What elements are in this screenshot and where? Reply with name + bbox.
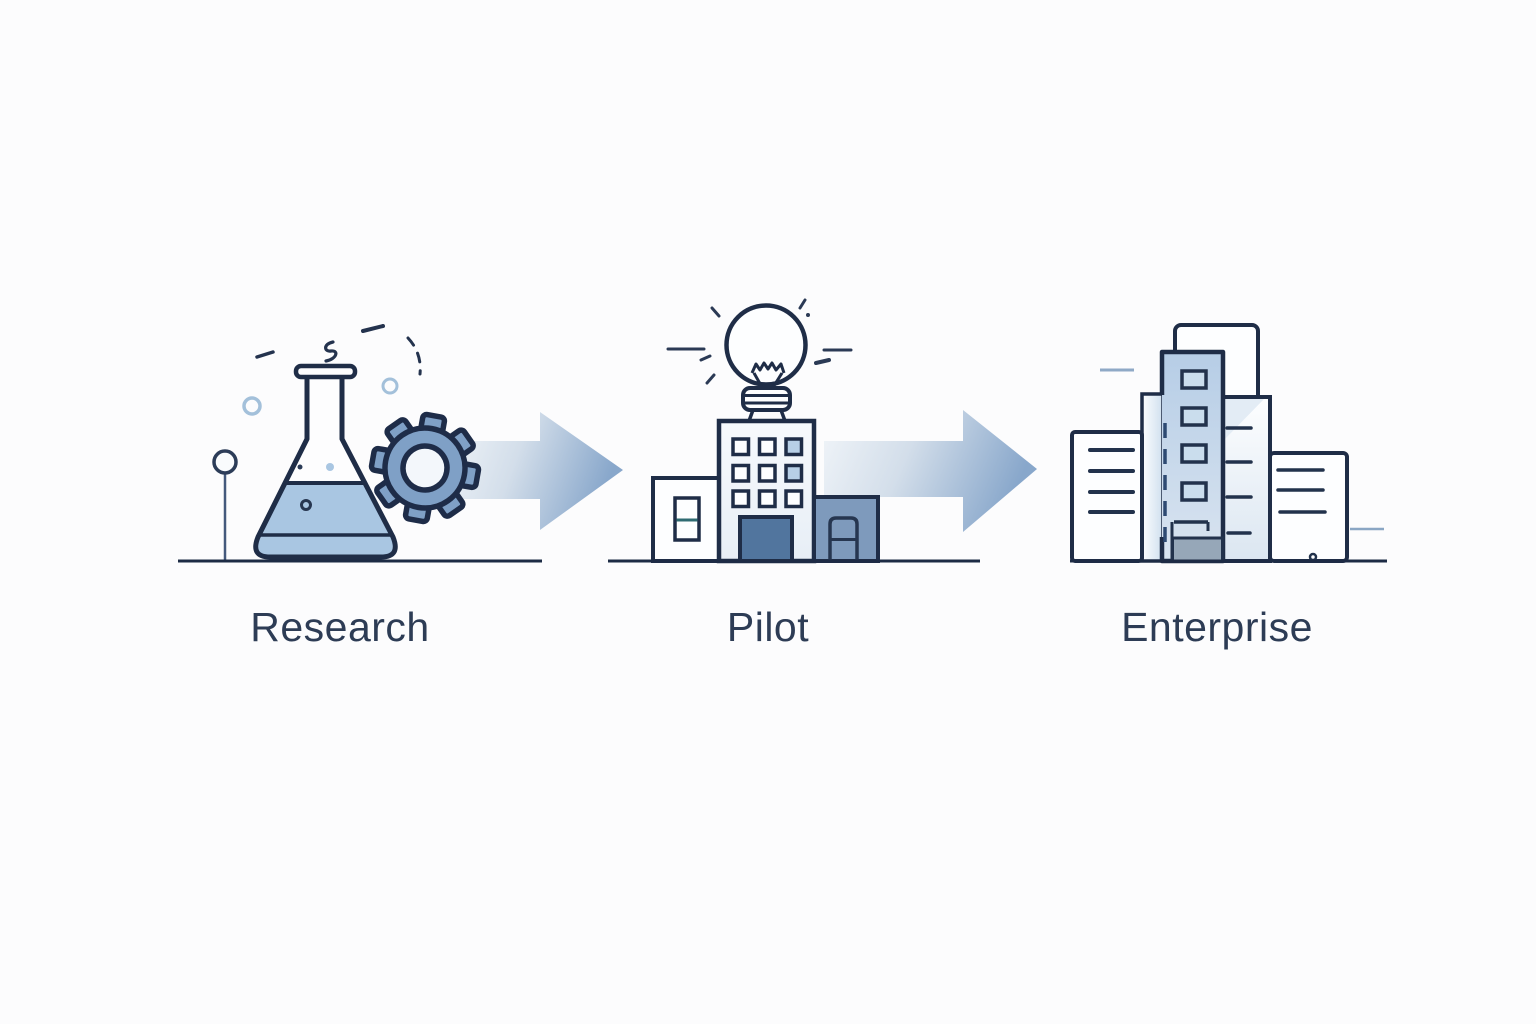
arrow-right-icon	[450, 412, 623, 530]
stage-label-research: Research	[250, 604, 430, 650]
annex-building	[651, 476, 721, 563]
tower-building	[1159, 349, 1226, 564]
right-mid-building	[1221, 395, 1272, 563]
tower-door	[1170, 520, 1224, 563]
pin-marker-icon	[212, 449, 238, 560]
lightbulb-icon	[724, 303, 808, 422]
gear-icon	[368, 411, 482, 525]
pilot-building-icon	[716, 418, 817, 564]
arrow-right-icon	[824, 410, 1037, 532]
filament	[750, 361, 786, 374]
far-right-building	[1268, 451, 1349, 563]
bubble-icon	[242, 396, 262, 416]
bubble-icon	[381, 377, 399, 395]
research-stage-illustration	[178, 324, 542, 563]
office-buildings-icon	[1070, 323, 1349, 564]
side-door-outline	[828, 516, 859, 561]
main-door	[738, 515, 794, 563]
sparkle-dashes-icon	[255, 324, 422, 376]
mid-left-building	[1140, 392, 1165, 563]
tower-windows	[1180, 369, 1208, 502]
stage-label-enterprise: Enterprise	[1121, 604, 1313, 650]
side-building	[812, 495, 880, 563]
stage-label-pilot: Pilot	[726, 604, 810, 650]
liquid-bubble	[300, 499, 312, 511]
arrow-shape	[450, 412, 623, 530]
building-windows	[731, 437, 804, 509]
bulb-base	[741, 386, 792, 412]
light-rays-icon	[666, 298, 853, 385]
flask-icon	[253, 363, 398, 560]
enterprise-stage-illustration	[1070, 323, 1387, 564]
arrow-shape	[824, 410, 1037, 532]
left-building	[1070, 430, 1144, 563]
pilot-stage-illustration	[608, 298, 980, 564]
flask-rim	[293, 363, 358, 380]
